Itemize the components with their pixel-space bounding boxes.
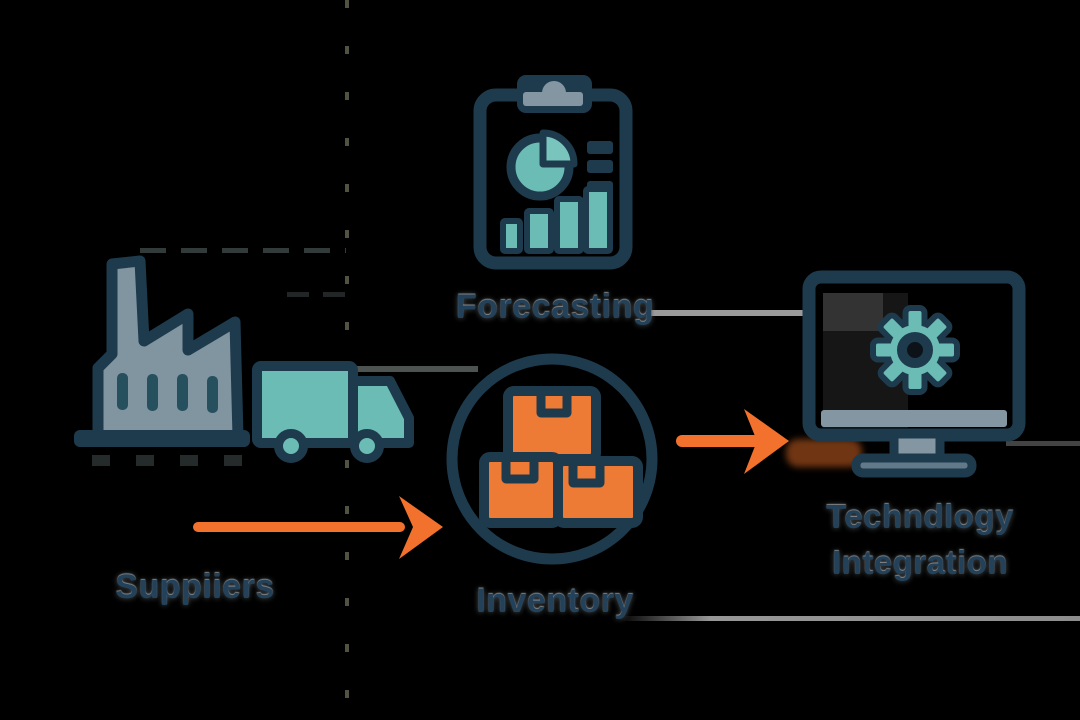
factory-icon [74,255,250,447]
truck-icon [252,361,414,463]
connector-suppliers-inventory-line [352,366,478,372]
box-top [503,386,601,464]
monitor-gear-icon [802,270,1026,478]
arrow-suppliers-to-inventory [193,496,443,559]
truck-wheel [350,429,384,463]
factory-base [74,430,250,447]
arrow-inventory-to-technology [676,409,862,474]
technology-label-line1: Techndlogy [826,498,1014,535]
boxes-circle-icon [446,353,658,565]
forecasting-label: Forecasting [455,288,655,326]
bottom-gray-line [618,616,1080,621]
monitor-chin [821,410,1007,427]
box-bottom-right [553,456,643,528]
monitor-side-gray-line [1006,441,1080,446]
dashed-artifact-line [287,292,347,297]
truck-wheel [274,429,308,463]
technology-label-line2: Integration [832,544,1008,581]
bar-chart-icon [500,186,613,254]
arrowhead [744,409,789,474]
gear-icon [870,305,960,395]
orange-smear-artifact [786,439,862,467]
arrowhead [399,496,443,559]
factory-truck-icon [74,255,414,463]
box-bottom-left [479,452,563,528]
inventory-label: Inventory [476,582,634,620]
connector-forecasting-technology-line [648,310,812,316]
screen-glare-artifact [823,293,883,331]
dotted-guide-line [345,0,349,720]
monitor-base [851,453,977,478]
pie-chart-icon [506,129,578,201]
dashed-artifact-line [140,248,346,253]
technology-integration-label: Techndlogy Integration [770,494,1070,586]
suppliers-label: Suppiiers [115,568,275,606]
clipboard-analytics-icon [473,75,633,270]
dashed-artifact-line [92,455,242,466]
